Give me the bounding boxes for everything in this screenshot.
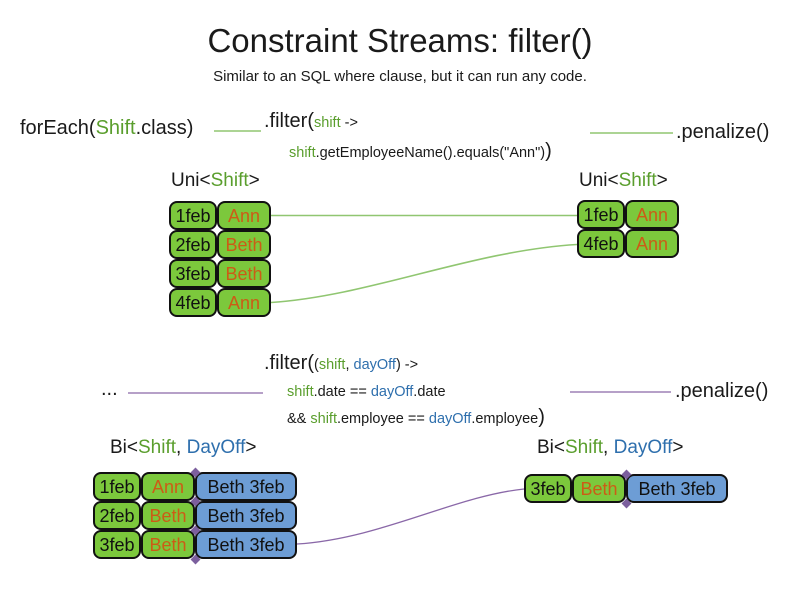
shift-date-cell: 1feb: [169, 201, 217, 230]
shift-employee-cell: Ann: [217, 201, 271, 230]
code-filter2-line3: && shift.employee == dayOff.employee): [287, 406, 545, 429]
code-segment: Shift: [95, 117, 136, 139]
code-segment: Uni<: [171, 170, 211, 191]
code-segment: shift: [310, 411, 337, 427]
code-segment: ,: [176, 437, 187, 458]
code-segment: ): [545, 140, 552, 162]
shift-employee-cell: Beth: [141, 530, 195, 559]
code-segment: ): [538, 406, 545, 428]
shift-employee-cell: Ann: [217, 288, 271, 317]
code-segment: ->: [340, 115, 358, 131]
code-filter2-line2: shift.date == dayOff.date: [287, 383, 446, 401]
dayoff-cell: Beth 3feb: [195, 472, 297, 501]
code-segment: >: [656, 170, 668, 191]
label-uni-left: Uni<Shift>: [171, 170, 260, 192]
code-segment: shift: [289, 145, 316, 161]
code-penalize-1: .penalize(): [676, 121, 770, 143]
code-segment: ,: [345, 357, 354, 373]
code-filter1-line2: shift.getEmployeeName().equals("Ann")): [289, 140, 552, 163]
code-segment: .employee ==: [336, 411, 429, 427]
dayoff-cell: Beth 3feb: [195, 530, 297, 559]
code-segment: .class): [135, 117, 194, 139]
label-uni-right: Uni<Shift>: [579, 170, 668, 192]
wire-match-3feb-beth: [296, 488, 525, 545]
shift-employee-cell: Beth: [141, 501, 195, 530]
shift-employee-cell: Ann: [141, 472, 195, 501]
code-penalize-2: .penalize(): [675, 380, 769, 402]
code-segment: .filter(: [264, 352, 314, 374]
slide-subtitle: Similar to an SQL where clause, but it c…: [213, 68, 587, 85]
shift-date-cell: 4feb: [169, 288, 217, 317]
code-segment: shift: [318, 357, 346, 373]
dayoff-cell: Beth 3feb: [626, 474, 728, 503]
code-segment: dayOff: [428, 411, 472, 427]
shift-employee-cell: Beth: [572, 474, 626, 503]
code-segment: Uni<: [579, 170, 619, 191]
slide-title: Constraint Streams: filter(): [207, 22, 593, 59]
shift-employee-cell: Beth: [217, 259, 271, 288]
code-filter2-line1: .filter((shift, dayOff) ->: [264, 352, 418, 375]
label-bi-right: Bi<Shift, DayOff>: [537, 437, 683, 459]
code-segment: ,: [603, 437, 614, 458]
code-segment: .employee: [471, 411, 539, 427]
code-segment: DayOff: [186, 437, 246, 458]
code-foreach: forEach(Shift.class): [20, 117, 193, 140]
shift-date-cell: 3feb: [93, 530, 141, 559]
code-ellipsis: ...: [101, 378, 118, 400]
code-segment: >: [248, 170, 260, 191]
code-segment: (: [314, 357, 319, 373]
code-segment: .getEmployeeName().equals("Ann"): [315, 145, 546, 161]
code-segment: Shift: [210, 170, 249, 191]
label-bi-left: Bi<Shift, DayOff>: [110, 437, 256, 459]
code-segment: shift: [287, 384, 314, 400]
code-segment: DayOff: [613, 437, 673, 458]
code-filter1-line1: .filter(shift ->: [264, 110, 358, 133]
code-segment: .date ==: [313, 384, 371, 400]
code-segment: dayOff: [353, 357, 396, 373]
shift-date-cell: 2feb: [169, 230, 217, 259]
code-segment: shift: [314, 115, 341, 131]
shift-employee-cell: Ann: [625, 200, 679, 229]
shift-date-cell: 3feb: [524, 474, 572, 503]
code-segment: Bi<: [110, 437, 138, 458]
shift-date-cell: 2feb: [93, 501, 141, 530]
dayoff-cell: Beth 3feb: [195, 501, 297, 530]
shift-date-cell: 4feb: [577, 229, 625, 258]
shift-date-cell: 1feb: [93, 472, 141, 501]
shift-employee-cell: Beth: [217, 230, 271, 259]
shift-date-cell: 3feb: [169, 259, 217, 288]
code-segment: Shift: [138, 437, 177, 458]
code-segment: >: [245, 437, 257, 458]
code-segment: Shift: [618, 170, 657, 191]
code-segment: .date: [413, 384, 446, 400]
shift-date-cell: 1feb: [577, 200, 625, 229]
code-segment: ) ->: [395, 357, 419, 373]
code-segment: Shift: [565, 437, 604, 458]
code-segment: .filter(: [264, 110, 314, 132]
code-segment: forEach(: [20, 117, 96, 139]
code-segment: Bi<: [537, 437, 565, 458]
wire-match-4feb: [270, 243, 578, 304]
code-segment: >: [672, 437, 684, 458]
shift-employee-cell: Ann: [625, 229, 679, 258]
code-segment: &&: [287, 411, 311, 427]
code-segment: dayOff: [370, 384, 414, 400]
